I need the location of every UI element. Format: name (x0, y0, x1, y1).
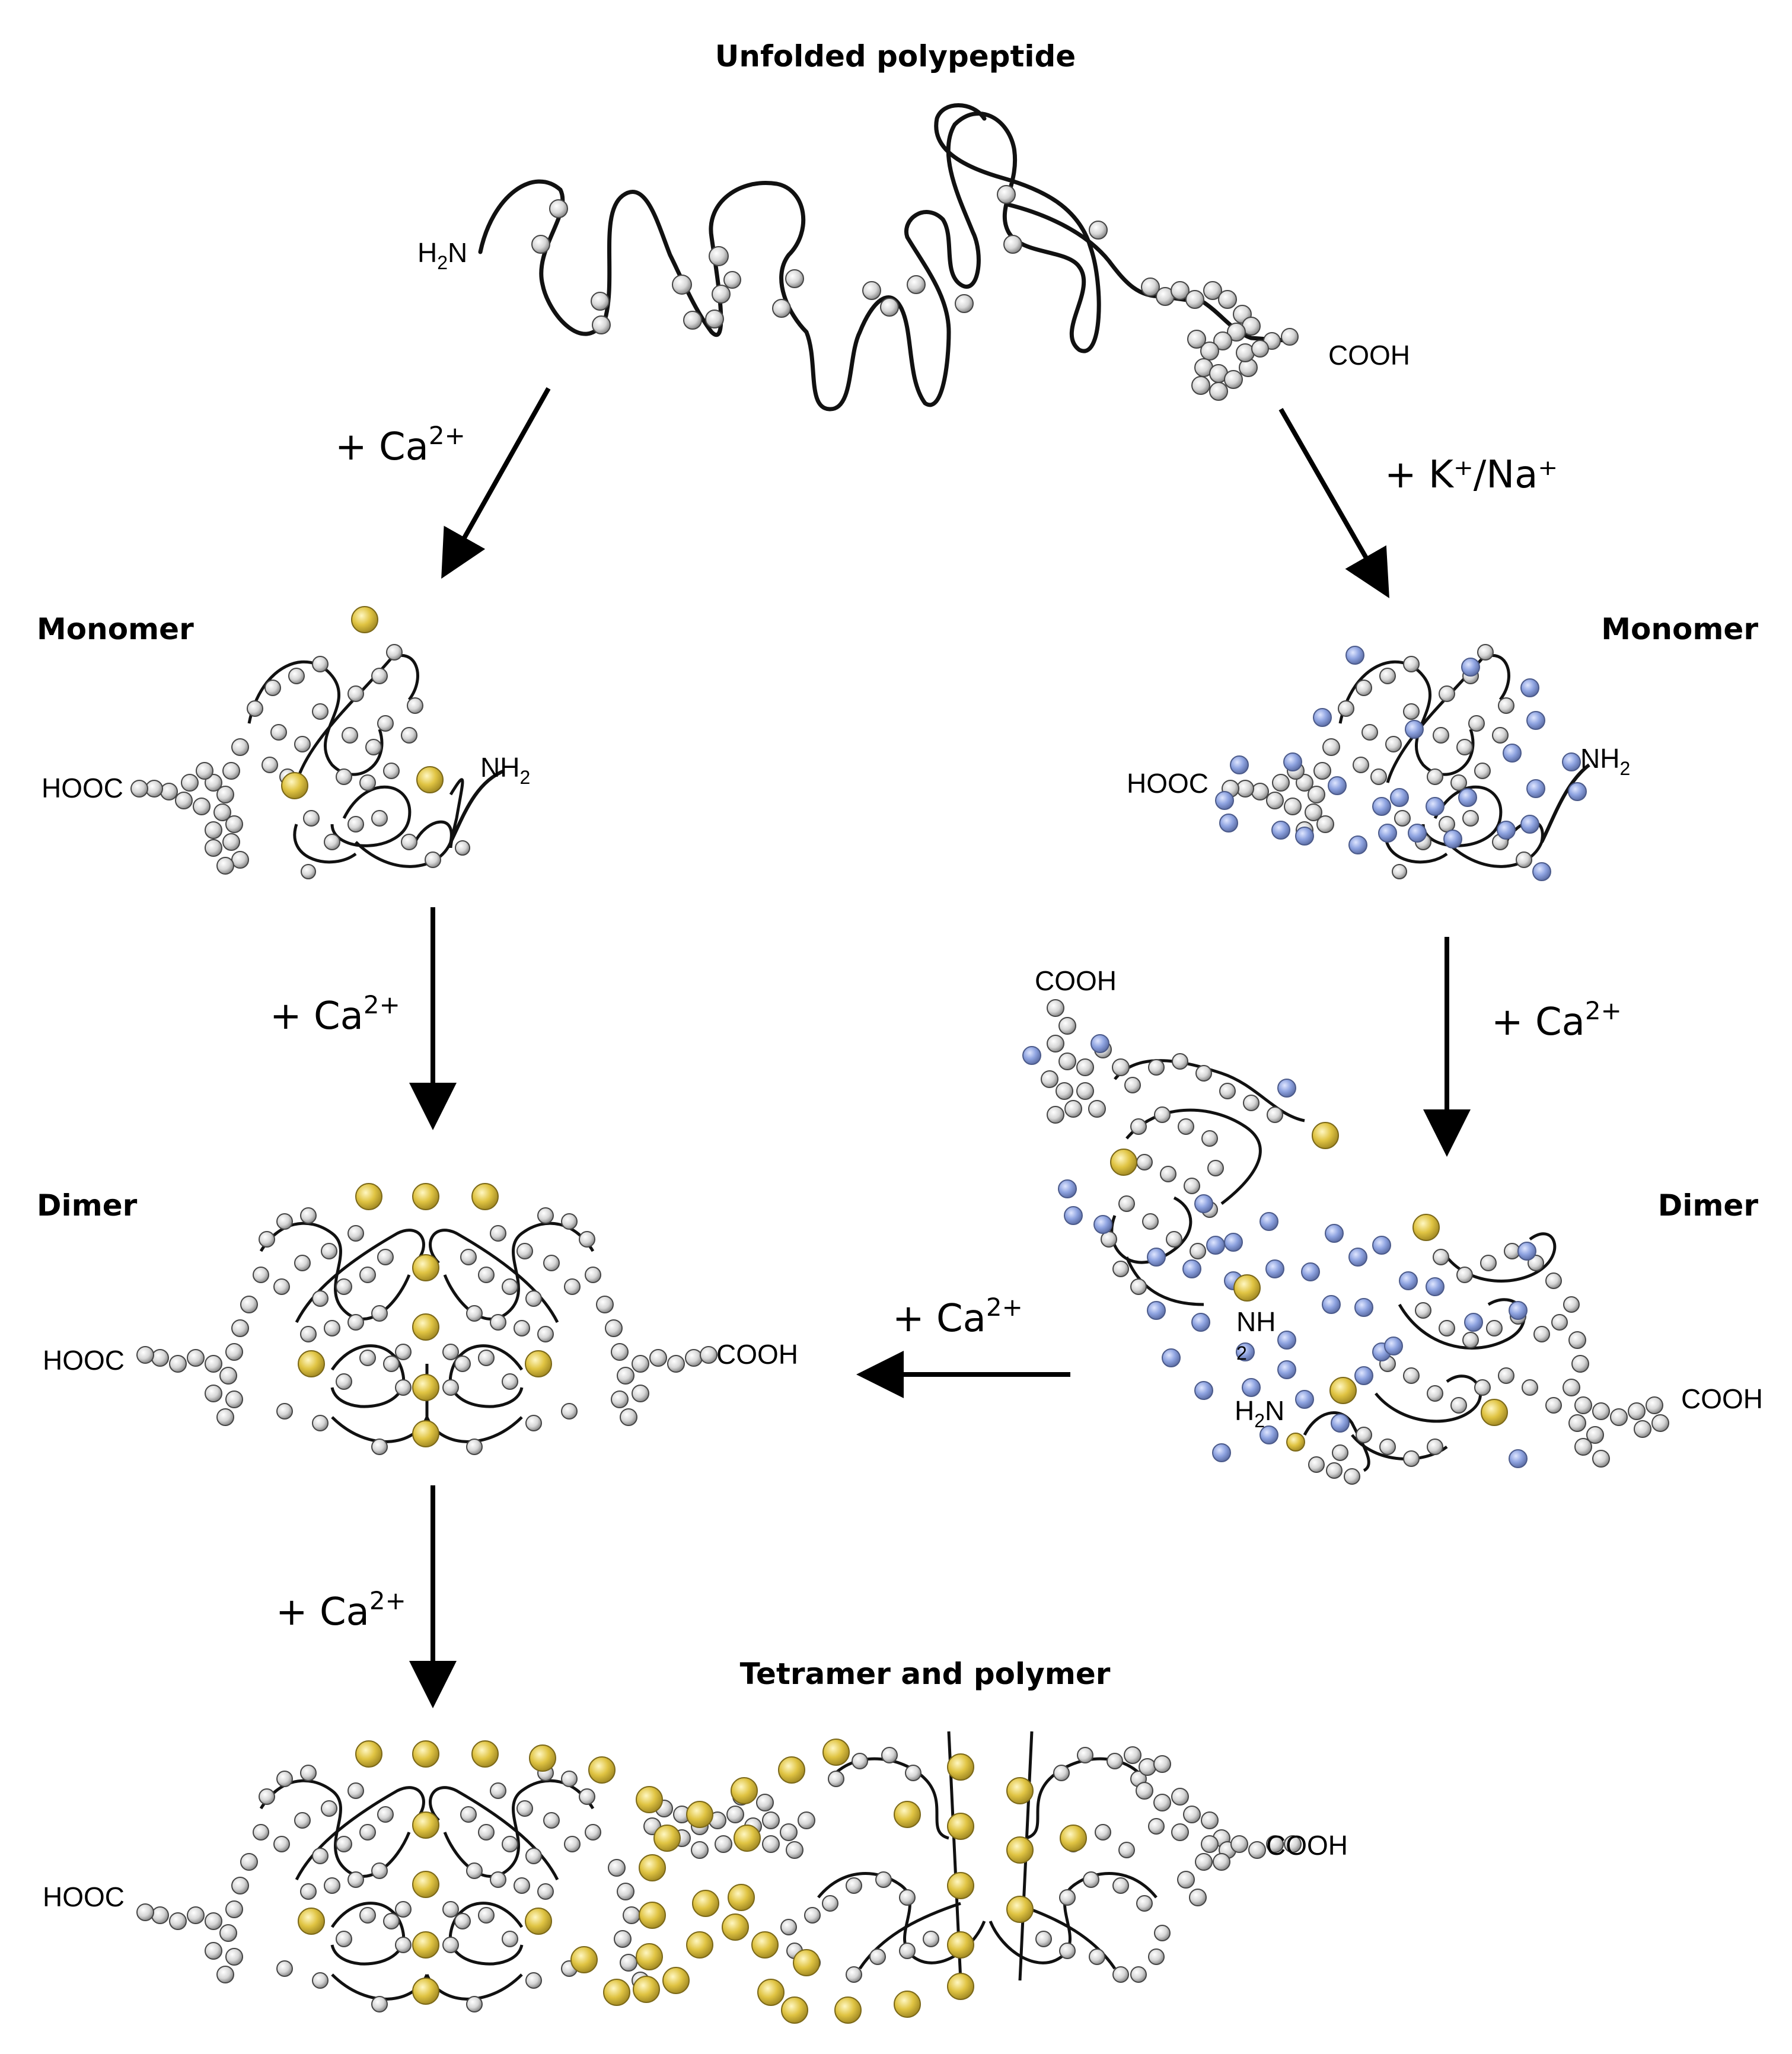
monomer-right-structure (1215, 644, 1590, 881)
unfolded-residues (531, 185, 1299, 401)
reaction-label-kna: + K⁺/Na⁺ (1385, 453, 1558, 497)
reaction-label-ca-5: + Ca2+ (276, 1586, 406, 1634)
label-nh2-monomer-right: NH2 (1580, 743, 1630, 779)
dimer-left-structure (136, 1183, 718, 1455)
title-monomer-right: Monomer (1601, 612, 1758, 646)
label-hooc-tetramer: HOOC (43, 1881, 125, 1912)
reaction-label-ca-3: + Ca2+ (1491, 996, 1622, 1044)
label-cooh-dimer-left: COOH (716, 1339, 798, 1370)
reaction-label-ca-1: + Ca2+ (335, 421, 465, 469)
title-unfolded-polypeptide: Unfolded polypeptide (715, 39, 1076, 74)
label-cooh-dimer-right-bottom: COOH (1681, 1383, 1763, 1414)
unfolded-polypeptide (478, 103, 1295, 412)
label-cooh-dimer-right-top: COOH (1035, 965, 1117, 996)
arrows (409, 387, 1471, 1708)
title-tetramer-and-polymer: Tetramer and polymer (740, 1657, 1111, 1691)
unfolded-backbone-tail (1006, 202, 1295, 343)
label-hooc-monomer-right: HOOC (1127, 768, 1209, 799)
reaction-label-ca-2: + Ca2+ (270, 990, 400, 1038)
title-dimer-right: Dimer (1658, 1188, 1759, 1223)
label-cooh-tetramer: COOH (1266, 1830, 1348, 1861)
label-h2n-dimer-right: H2N (1235, 1395, 1284, 1431)
title-dimer-left: Dimer (37, 1188, 138, 1223)
dimer-right-structure (1022, 999, 1669, 1485)
label-nh2-monomer-left: NH2 (480, 752, 530, 788)
tetramer-structure (136, 1731, 1302, 2024)
label-cooh-unfolded: COOH (1328, 340, 1410, 371)
monomer-left-structure (130, 606, 505, 879)
label-hooc-monomer-left: HOOC (42, 773, 123, 803)
arrow-unfolded-to-monomer-right (1278, 408, 1389, 598)
unfolded-backbone (478, 103, 1101, 412)
label-hooc-dimer-left: HOOC (43, 1345, 125, 1376)
reaction-label-ca-4: + Ca2+ (892, 1293, 1023, 1341)
arrow-unfolded-to-monomer-left (441, 387, 551, 579)
label-h2n-unfolded: H2N (417, 237, 467, 273)
title-monomer-left: Monomer (37, 612, 194, 646)
